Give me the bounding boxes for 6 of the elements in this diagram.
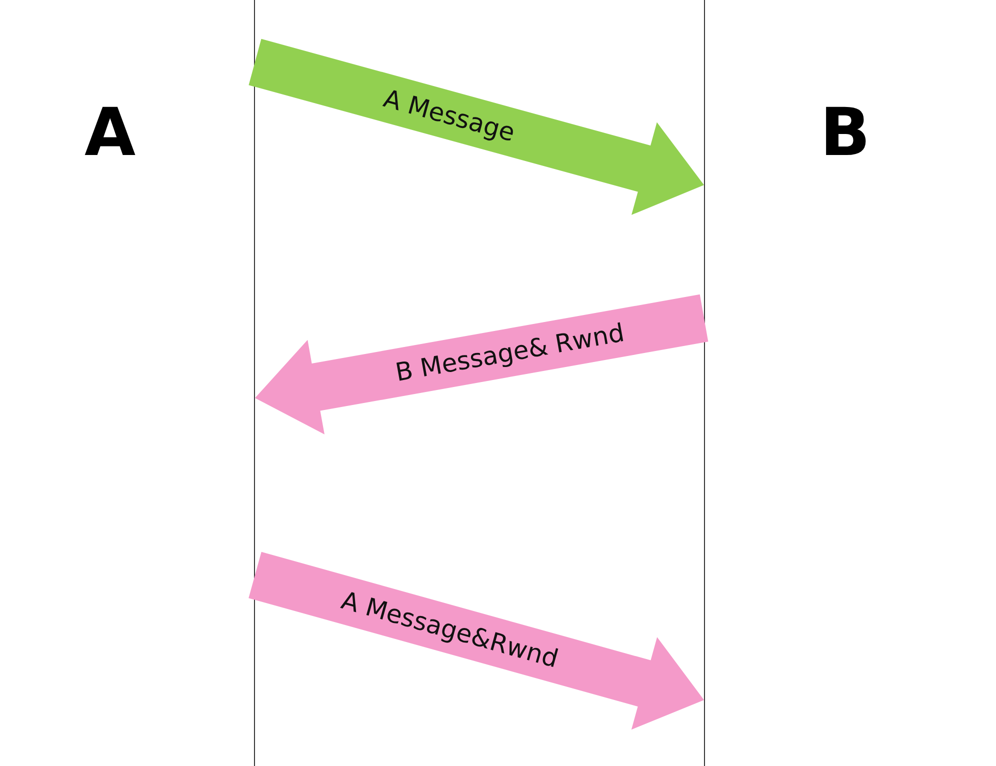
block-arrow <box>248 38 704 215</box>
participant-label: A <box>84 100 136 166</box>
block-arrow <box>248 552 704 730</box>
block-arrow <box>255 294 708 434</box>
participant-label: B <box>820 100 870 166</box>
edge-label: B Message& Rwnd <box>393 318 626 388</box>
